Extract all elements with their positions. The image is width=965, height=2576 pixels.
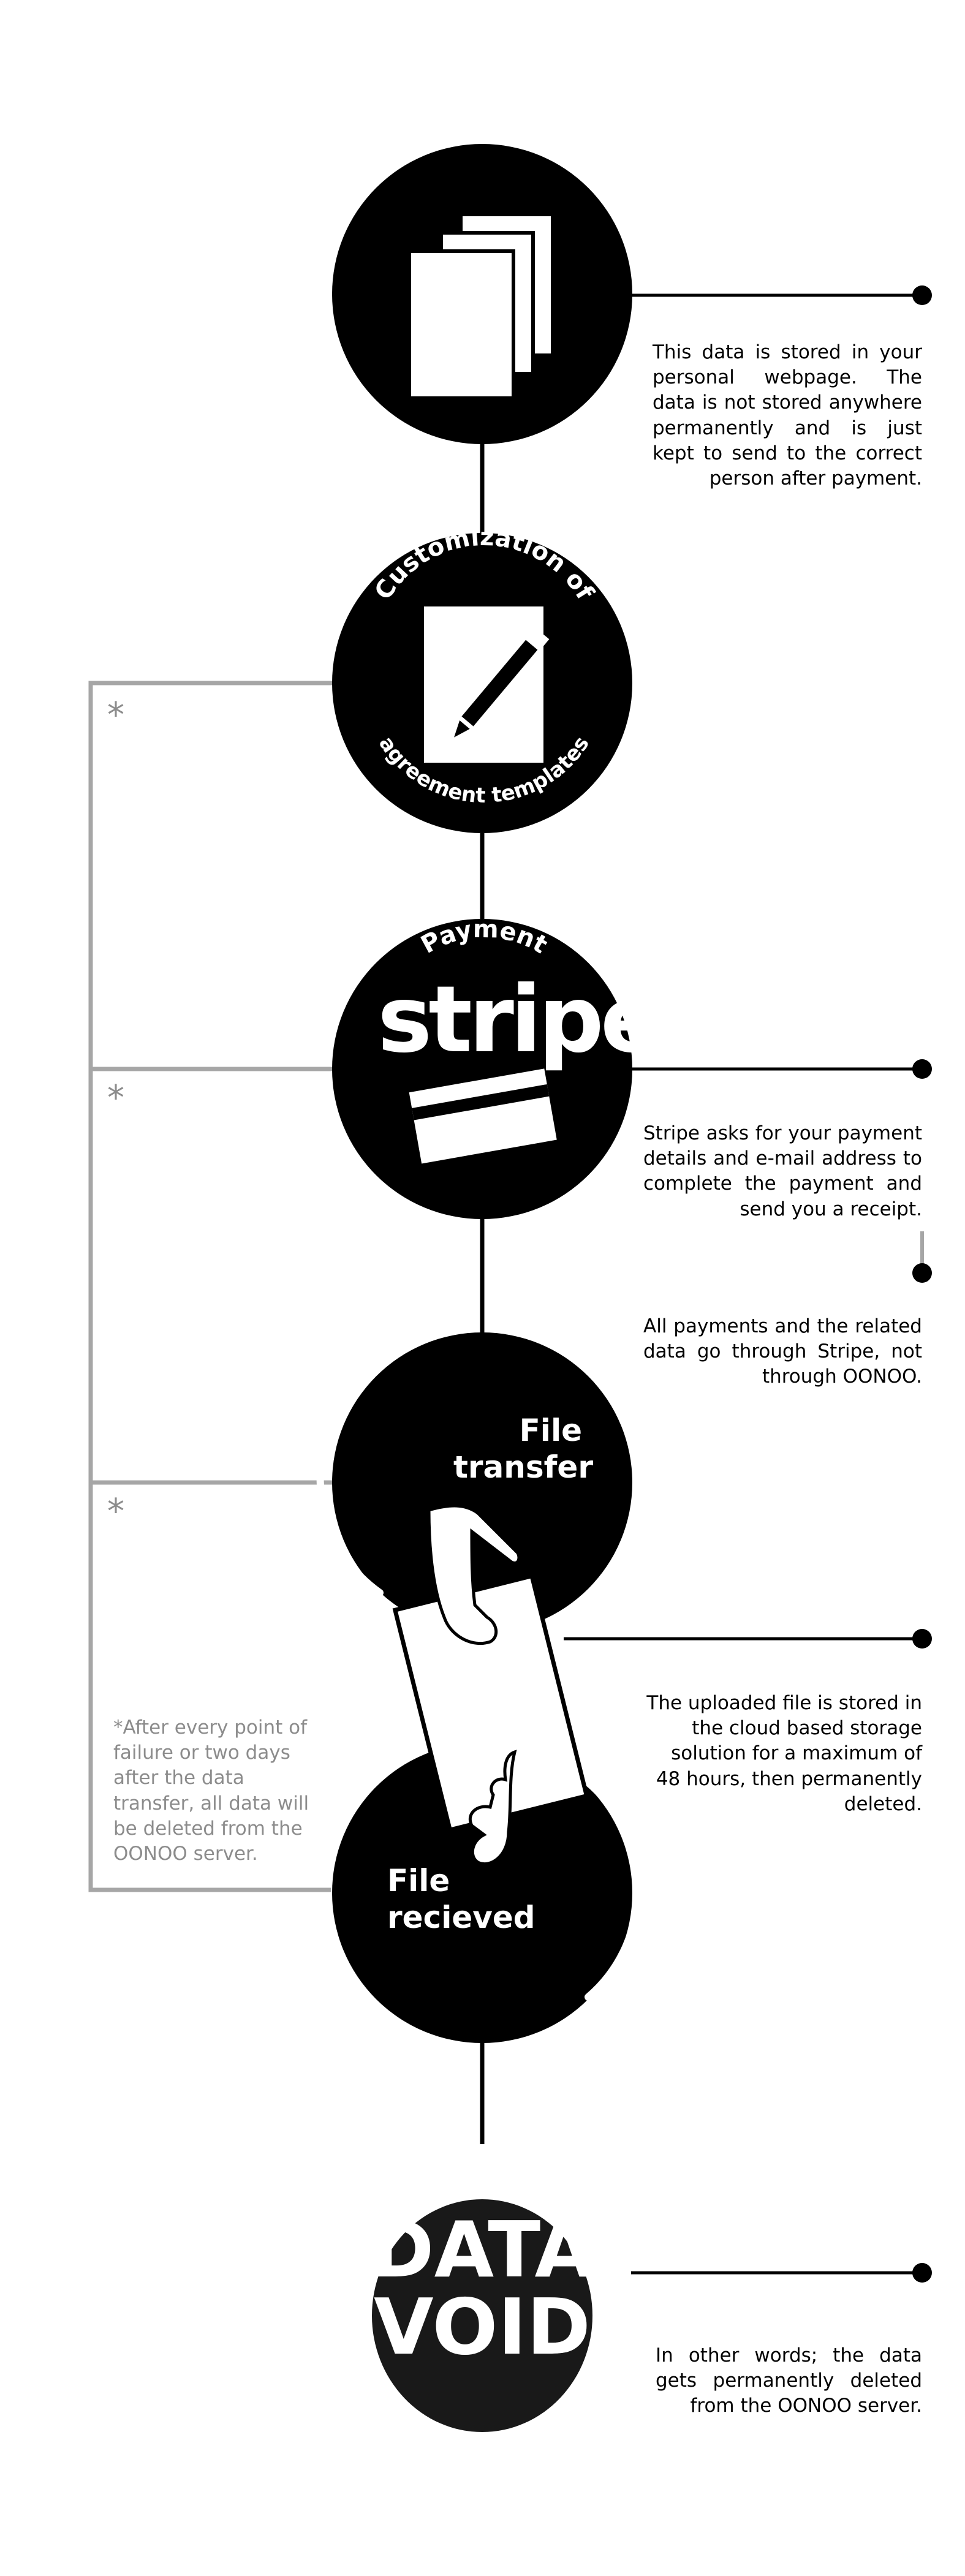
file-transfer-line1: File xyxy=(519,1413,582,1448)
credit-card-icon xyxy=(409,1068,557,1164)
file-received-circle xyxy=(332,1743,632,2043)
file-handoff-illustration xyxy=(392,1504,589,1865)
asterisk-mark: * xyxy=(107,1492,124,1532)
file-transfer-title: File transfer xyxy=(453,1412,593,1486)
payment-circle xyxy=(332,919,632,1219)
documents-icon xyxy=(407,213,554,400)
data-void-line2: VOID xyxy=(374,2282,591,2372)
file-received-line1: File xyxy=(387,1863,450,1898)
connector-dot xyxy=(912,1629,932,1649)
deletion-note: *After every point of failure or two day… xyxy=(113,1717,309,1865)
highlight-stroke xyxy=(316,1369,384,1596)
connector-dot xyxy=(912,2263,932,2283)
connector-dot xyxy=(912,1263,932,1283)
file-received-title: File recieved xyxy=(387,1862,547,1936)
connector-dot xyxy=(912,1059,932,1079)
stripe-logo: stripe xyxy=(377,967,662,1073)
asterisk-mark: * xyxy=(107,695,124,735)
asterisk-mark: * xyxy=(107,1078,124,1118)
payment-note: Stripe asks for your payment details and… xyxy=(643,1122,922,1220)
payment-note-2: All payments and the related data go thr… xyxy=(643,1315,922,1388)
file-transfer-line2: transfer xyxy=(453,1449,593,1485)
document-pen-icon xyxy=(424,606,550,763)
data-void-line1: DATA xyxy=(369,2205,594,2295)
file-transfer-circle xyxy=(332,1332,632,1633)
deletion-bracket xyxy=(88,681,343,1892)
highlight-stroke xyxy=(585,1779,641,2001)
data-void-note: In other words; the data gets permanentl… xyxy=(656,2344,922,2417)
connector-dot xyxy=(912,285,932,305)
data-form-note: This data is stored in your personal web… xyxy=(653,341,922,490)
data-form-title: Data form xyxy=(399,80,568,136)
data-void-title: DATA VOID xyxy=(360,2212,605,2366)
file-received-line2: recieved xyxy=(387,1900,535,1935)
file-transfer-note: The uploaded file is stored in the cloud… xyxy=(646,1692,922,1815)
